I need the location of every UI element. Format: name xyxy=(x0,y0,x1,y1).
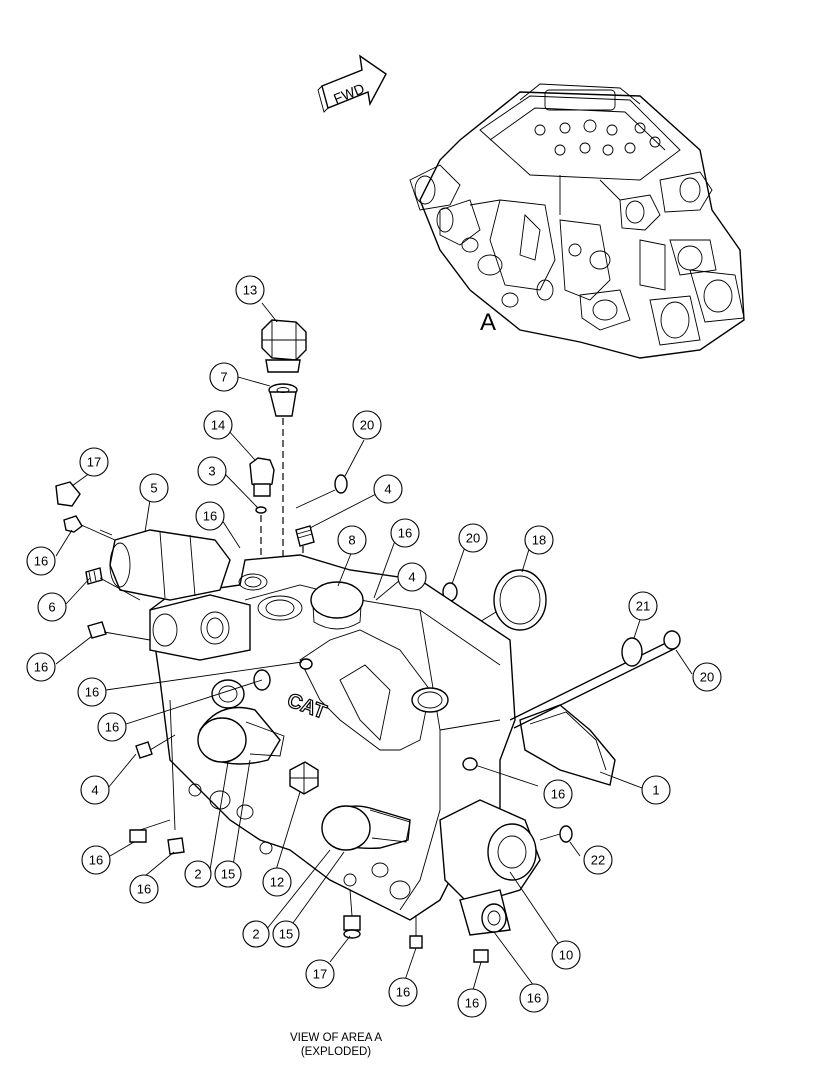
forward-arrow-icon: FWD xyxy=(317,54,387,113)
main-valve-body: CAT xyxy=(55,481,681,963)
svg-text:16: 16 xyxy=(34,660,48,675)
svg-text:1: 1 xyxy=(652,783,659,798)
svg-text:13: 13 xyxy=(243,283,257,298)
callout-4c: 4 xyxy=(80,775,110,805)
svg-text:17: 17 xyxy=(313,967,327,982)
svg-text:22: 22 xyxy=(591,853,605,868)
svg-text:8: 8 xyxy=(348,533,355,548)
callout-17b: 17 xyxy=(305,959,335,989)
svg-text:16: 16 xyxy=(465,996,479,1011)
callout-10: 10 xyxy=(551,940,581,970)
svg-text:14: 14 xyxy=(211,418,225,433)
svg-text:16: 16 xyxy=(203,509,217,524)
svg-text:16: 16 xyxy=(34,554,48,569)
leader-lines xyxy=(55,302,693,991)
callout-16c: 16 xyxy=(390,518,420,548)
callout-8: 8 xyxy=(337,525,367,555)
svg-text:16: 16 xyxy=(527,991,541,1006)
caption-line-2: (EXPLODED) xyxy=(300,1046,372,1058)
svg-text:4: 4 xyxy=(384,482,391,497)
callout-14: 14 xyxy=(203,410,233,440)
callout-4a: 4 xyxy=(373,474,403,504)
callouts: 13 7 14 20 3 4 17 5 16 16 8 16 20 18 76 … xyxy=(26,275,722,1018)
valve-assembly-overview: A xyxy=(409,83,745,359)
callout-1: 1 xyxy=(641,775,671,805)
svg-text:7: 7 xyxy=(220,370,227,385)
svg-text:5: 5 xyxy=(150,481,157,496)
callout-16d: 16 xyxy=(26,652,56,682)
svg-text:20: 20 xyxy=(700,670,714,685)
callout-16l: 16 xyxy=(519,983,549,1013)
callout-18: 18 xyxy=(524,525,554,555)
svg-text:10: 10 xyxy=(559,948,573,963)
svg-text:16: 16 xyxy=(137,882,151,897)
svg-text:17: 17 xyxy=(87,455,101,470)
view-caption: VIEW OF AREA A (EXPLODED) xyxy=(236,1031,436,1059)
callout-6: 7 xyxy=(209,362,239,392)
callout-3: 3 xyxy=(197,456,227,486)
callout-16k: 16 xyxy=(457,988,487,1018)
svg-text:15: 15 xyxy=(221,867,235,882)
callout-16i: 16 xyxy=(129,874,159,904)
svg-text:3: 3 xyxy=(208,464,215,479)
callout-22: 22 xyxy=(583,845,613,875)
callout-20b: 20 xyxy=(458,523,488,553)
callout-16h: 16 xyxy=(81,845,111,875)
svg-text:21: 21 xyxy=(636,599,650,614)
svg-text:16: 16 xyxy=(89,853,103,868)
callout-2b: 2 xyxy=(242,920,270,948)
callout-16f: 16 xyxy=(97,712,127,742)
svg-text:16: 16 xyxy=(551,787,565,802)
callout-12: 12 xyxy=(262,867,292,897)
callout-16g: 16 xyxy=(543,779,573,809)
svg-text:4: 4 xyxy=(408,570,415,585)
callout-16a: 16 xyxy=(195,501,225,531)
callout-17a: 17 xyxy=(79,447,109,477)
caption-line-1: VIEW OF AREA A xyxy=(289,1032,383,1044)
svg-text:20: 20 xyxy=(360,418,374,433)
svg-text:16: 16 xyxy=(398,526,412,541)
callout-4b: 4 xyxy=(397,562,427,592)
svg-text:12: 12 xyxy=(270,875,284,890)
svg-text:16: 16 xyxy=(105,720,119,735)
svg-text:20: 20 xyxy=(466,531,480,546)
svg-text:18: 18 xyxy=(532,533,546,548)
callout-20c: 20 xyxy=(692,662,722,692)
callout-7: 76 xyxy=(37,592,67,622)
callout-16j: 16 xyxy=(388,977,418,1007)
svg-text:16: 16 xyxy=(85,685,99,700)
callout-16b: 16 xyxy=(26,546,56,576)
svg-text:15: 15 xyxy=(279,927,293,942)
svg-text:2: 2 xyxy=(194,867,201,882)
callout-13: 13 xyxy=(235,275,265,305)
callout-2a: 2 xyxy=(184,860,212,888)
view-a-label: A xyxy=(480,309,496,336)
callout-16e: 16 xyxy=(77,677,107,707)
svg-text:6: 6 xyxy=(48,600,55,615)
svg-text:4: 4 xyxy=(91,783,98,798)
svg-text:2: 2 xyxy=(252,927,259,942)
callout-15a: 15 xyxy=(214,860,242,888)
callout-15b: 15 xyxy=(272,920,300,948)
callout-5: 5 xyxy=(139,473,169,503)
callout-20a: 20 xyxy=(352,410,382,440)
callout-21: 21 xyxy=(628,591,658,621)
svg-text:16: 16 xyxy=(396,985,410,1000)
